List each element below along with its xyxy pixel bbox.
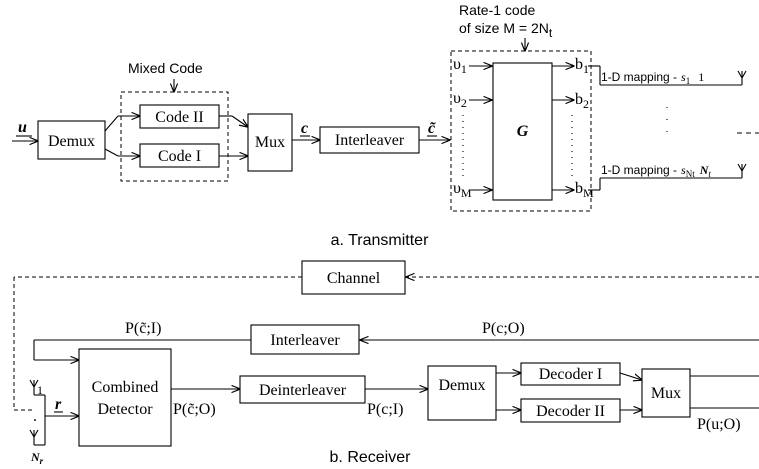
tx-demux-block [37,120,106,160]
rx-antenna-nr-icon [29,429,39,445]
rx-antenna-1-icon [29,379,39,395]
g-block [492,62,553,201]
rx-interleaver-label: Interleaver [270,332,340,349]
transmitter-section: u Demux Mixed Code Code II Code I Mux c [12,2,759,249]
deinterleaver-label: Deinterleaver [259,382,347,399]
rx-antenna-1-label: 1 [37,383,43,397]
tx-mux-label: Mux [255,134,285,151]
tx-mux-block [247,113,293,172]
rate1-line2: of size M = 2Nt [459,20,553,40]
combined-detector-block [78,348,172,447]
channel-label: Channel [327,270,381,287]
rx-mux-block [641,368,691,418]
r-label: r [55,396,62,413]
rx-antenna-nr-label: Nr [30,450,44,466]
mixed-code-label: Mixed Code [128,60,203,76]
rx-demux-block [427,365,497,421]
deinterleaver-block [239,375,366,404]
code-ii-label: Code II [155,109,203,126]
rx-antenna-dot: . [33,408,37,425]
rx-mux-label: Mux [651,385,681,402]
decoder-ii-label: Decoder II [536,403,605,420]
tx-demux-label: Demux [48,133,95,150]
rate1-line1: Rate-1 code [459,2,535,18]
tx-interleaver-block [319,126,420,154]
arrow-code-ii-to-mux [231,115,248,127]
tx-interleaver-label: Interleaver [335,132,405,149]
demux-split-down [104,148,119,157]
p-c-o-label: P(c;O) [482,320,525,337]
output-bm-label: bM [575,180,594,200]
p-ctilde-i-label: P(c̃;I) [125,320,161,337]
arrow-decoder-i-to-mux [619,372,642,380]
demux-split-up [104,115,119,132]
decoder-i-block [520,362,621,386]
input-vm-label: υM [453,180,472,200]
tx-antenna-nt-icon [737,163,747,178]
c-tilde-label: c̃ [428,120,436,137]
c-label: c [301,120,308,137]
input-v1-label: υ1 [453,56,467,76]
g-label: G [517,123,529,140]
output-b1-label: b1 [575,56,589,76]
input-v2-label: υ2 [453,90,467,110]
output-b2-label: b2 [575,91,589,111]
receiver-section: Channel Interleaver P(c;O) P(c̃;I) Combi… [13,260,759,466]
combined-detector-line1: Combined [92,379,159,396]
decoder-i-label: Decoder I [539,366,603,383]
code-i-label: Code I [158,148,201,165]
rx-demux-label: Demux [438,377,485,394]
receiver-caption: b. Receiver [330,449,412,466]
combined-detector-line2: Detector [97,401,153,418]
input-u-label: u [18,119,27,136]
tx-antenna-1-icon [737,70,747,85]
p-ctilde-o-label: P(c̃;O) [173,401,216,418]
p-u-o-label: P(u;O) [697,416,741,433]
rx-interleaver-block [250,324,360,355]
transmitter-caption: a. Transmitter [331,232,429,249]
p-c-i-label: P(c;I) [367,401,403,418]
